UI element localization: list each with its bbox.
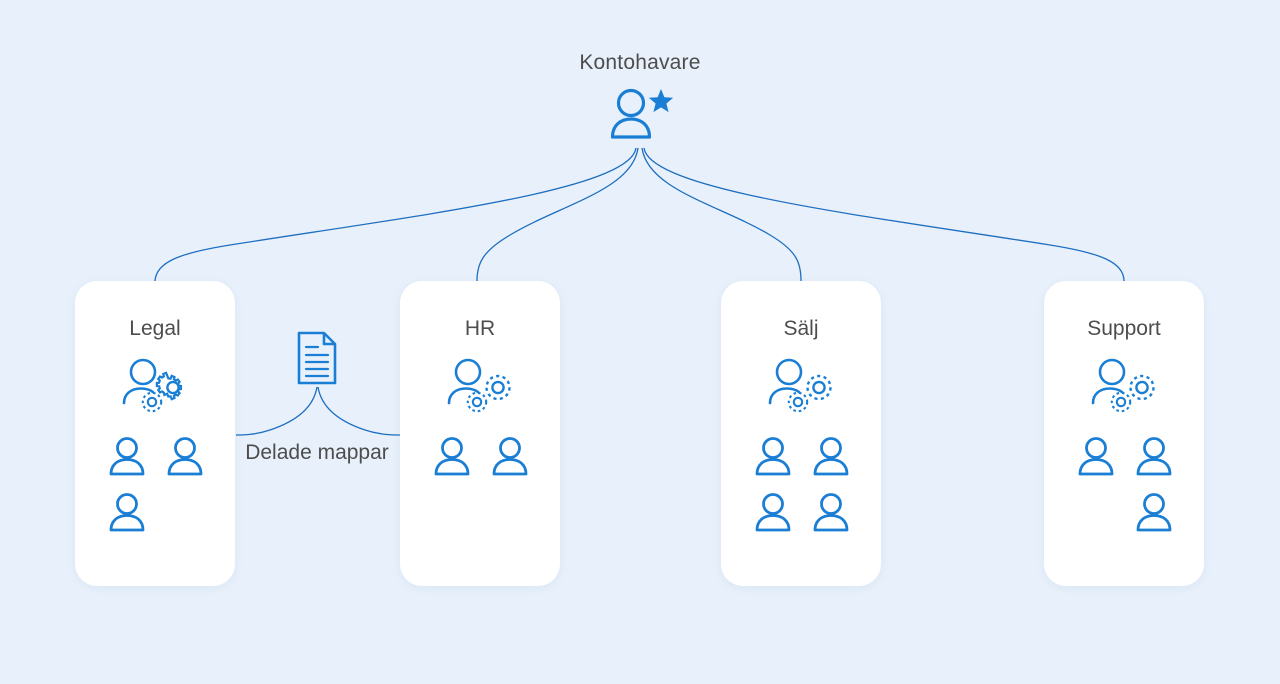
user-gears-icon [1044, 356, 1204, 416]
root-label: Kontohavare [579, 51, 701, 74]
card-title: HR [464, 317, 496, 340]
layout-spacer [1072, 488, 1120, 489]
shared-folders-node[interactable]: Delade mappar [237, 330, 397, 467]
document-icon [237, 330, 397, 386]
user-list [103, 432, 209, 536]
user-list [749, 432, 855, 536]
card-hr[interactable]: HR [400, 281, 560, 586]
user-icon [428, 432, 476, 480]
user-icon [1130, 432, 1178, 480]
user-icon [807, 432, 855, 480]
card-title: Sälj [783, 317, 819, 340]
user-gears-icon [75, 356, 235, 416]
user-icon [807, 488, 855, 536]
user-gears-icon [400, 356, 560, 416]
card-salj[interactable]: Sälj [721, 281, 881, 586]
user-icon [1130, 488, 1178, 536]
card-title: Support [1087, 317, 1161, 340]
user-icon [486, 432, 534, 480]
user-icon [103, 432, 151, 480]
user-list [1072, 432, 1178, 536]
user-icon [749, 432, 797, 480]
card-title: Legal [129, 317, 181, 340]
user-gears-icon [721, 356, 881, 416]
user-icon [1072, 432, 1120, 480]
shared-folders-label: Delade mappar [245, 441, 389, 464]
user-star-icon [540, 86, 740, 142]
card-legal[interactable]: Legal [75, 281, 235, 586]
card-support[interactable]: Support [1044, 281, 1204, 586]
user-icon [161, 432, 209, 480]
root-node-kontohavare[interactable]: Kontohavare [540, 50, 740, 142]
user-icon [103, 488, 151, 536]
user-icon [749, 488, 797, 536]
user-list [428, 432, 534, 480]
